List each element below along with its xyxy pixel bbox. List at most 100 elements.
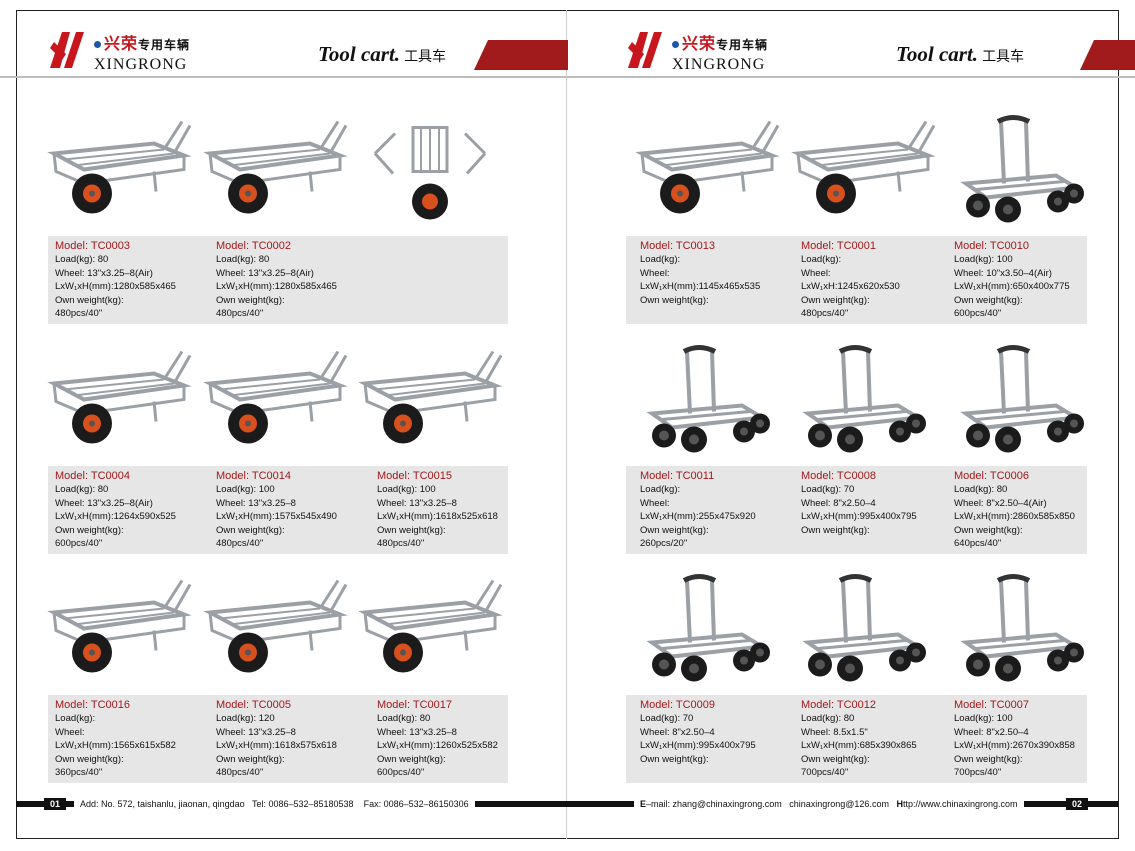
left-page: 兴荣专用车辆 XINGRONG Tool cart.工具车 Model: TC0… bbox=[0, 0, 568, 851]
cart-illustration bbox=[373, 126, 487, 220]
footer-contact: E–mail: zhang@chinaxingrong.com chinaxin… bbox=[634, 798, 1024, 810]
header-red-bar bbox=[1080, 40, 1135, 70]
left-header: 兴荣专用车辆 XINGRONG Tool cart.工具车 bbox=[0, 22, 568, 80]
packing-spec: 480pcs/40" bbox=[216, 767, 264, 779]
wheel-spec: Wheel: 13"x3.25–8(Air) bbox=[55, 497, 153, 509]
product-photo bbox=[44, 111, 194, 226]
packing-spec: 480pcs/40" bbox=[216, 538, 264, 550]
cart-illustration bbox=[646, 574, 770, 682]
dimension-spec: LxW₁xH(mm):1575x545x490 bbox=[216, 511, 337, 523]
footer-contact: Add: No. 572, taishanlu, jiaonan, qingda… bbox=[74, 798, 475, 810]
model-label: Model: TC0017 bbox=[377, 699, 453, 711]
weight-spec: Own weight(kg): bbox=[216, 294, 285, 306]
packing-spec: 480pcs/40" bbox=[216, 308, 264, 320]
spec-band bbox=[626, 466, 1087, 554]
dimension-spec: LxW₁xH(mm):2860x585x850 bbox=[954, 511, 1075, 523]
model-label: Model: TC0002 bbox=[216, 240, 292, 252]
dimension-spec: LxW₁xH(mm):1618x575x618 bbox=[216, 740, 337, 752]
dimension-spec: LxW₁xH(mm):995x400x795 bbox=[801, 511, 917, 523]
dimension-spec: LxW₁xH(mm):685x390x865 bbox=[801, 740, 917, 752]
model-label: Model: TC0014 bbox=[216, 470, 292, 482]
weight-spec: Own weight(kg): bbox=[954, 753, 1023, 765]
right-header: 兴荣专用车辆 XINGRONG Tool cart.工具车 bbox=[566, 22, 1135, 80]
frame-spine bbox=[566, 10, 567, 839]
product-photo bbox=[200, 341, 350, 456]
dimension-spec: LxW₁xH(mm):650x400x775 bbox=[954, 281, 1070, 293]
load-spec: Load(kg): 70 bbox=[801, 484, 855, 495]
model-label: Model: TC0016 bbox=[55, 699, 131, 711]
logo-mark-icon bbox=[626, 28, 668, 72]
load-spec: Load(kg): 80 bbox=[55, 254, 109, 265]
product-photo bbox=[632, 111, 782, 226]
brand-name-cn: 兴荣 bbox=[682, 34, 717, 53]
load-spec: Load(kg): 80 bbox=[801, 713, 855, 724]
wheel-spec: Wheel: 10"x3.50–4(Air) bbox=[954, 267, 1052, 279]
frame-top bbox=[16, 10, 1119, 11]
model-label: Model: TC0007 bbox=[954, 699, 1030, 711]
logo-mark-icon bbox=[48, 28, 90, 72]
weight-spec: Own weight(kg): bbox=[801, 294, 870, 306]
load-spec: Load(kg): 80 bbox=[55, 484, 109, 495]
load-spec: Load(kg): bbox=[640, 484, 681, 495]
cart-illustration bbox=[635, 120, 780, 214]
model-label: Model: TC0001 bbox=[801, 240, 877, 252]
weight-spec: Own weight(kg): bbox=[377, 524, 446, 536]
footer-email: –mail: zhang@chinaxingrong.com bbox=[646, 799, 782, 809]
weight-spec: Own weight(kg): bbox=[55, 524, 124, 536]
weight-spec: Own weight(kg): bbox=[55, 753, 124, 765]
weight-spec: Own weight(kg): bbox=[801, 753, 870, 765]
packing-spec: 480pcs/40" bbox=[55, 308, 103, 320]
model-label: Model: TC0010 bbox=[954, 240, 1030, 252]
brand-name-en: XINGRONG bbox=[94, 56, 188, 73]
brand-name-en: XINGRONG bbox=[672, 56, 766, 73]
packing-spec: 600pcs/40" bbox=[377, 767, 425, 779]
dimension-spec: LxW₁xH(mm):1145x465x535 bbox=[640, 281, 761, 293]
load-spec: Load(kg): 120 bbox=[216, 713, 275, 724]
weight-spec: Own weight(kg): bbox=[954, 294, 1023, 306]
load-spec: Load(kg): 70 bbox=[640, 713, 694, 724]
packing-spec: 480pcs/40" bbox=[801, 308, 849, 320]
product-photo bbox=[632, 341, 782, 456]
model-label: Model: TC0008 bbox=[801, 470, 877, 482]
dimension-spec: LxW₁xH(mm):1260x525x582 bbox=[377, 740, 498, 752]
load-spec: Load(kg): bbox=[55, 713, 96, 724]
dimension-spec: LxW₁xH(mm):255x475x920 bbox=[640, 511, 756, 523]
spec-band bbox=[48, 466, 508, 554]
load-spec: Load(kg): bbox=[801, 254, 842, 265]
wheel-spec: Wheel: 13"x3.25–8(Air) bbox=[216, 267, 314, 279]
cart-illustration bbox=[791, 120, 936, 214]
title-cn: 工具车 bbox=[404, 49, 447, 65]
header-red-bar bbox=[474, 40, 568, 70]
model-label: Model: TC0005 bbox=[216, 699, 292, 711]
dimension-spec: LxW₁xH(mm):2670x390x858 bbox=[954, 740, 1075, 752]
dimension-spec: LxW₁xH(mm):1565x615x582 bbox=[55, 740, 176, 752]
product-photo bbox=[946, 570, 1096, 685]
page-title: Tool cart.工具车 bbox=[318, 42, 446, 67]
product-photo bbox=[632, 570, 782, 685]
product-photo bbox=[788, 341, 938, 456]
weight-spec: Own weight(kg): bbox=[377, 753, 446, 765]
spec-band bbox=[626, 236, 1087, 324]
footer-address: Add: No. 572, taishanlu, jiaonan, qingda… bbox=[80, 799, 245, 809]
wheel-spec: Wheel: bbox=[640, 497, 670, 509]
dimension-spec: LxW₁xH(mm):995x400x795 bbox=[640, 740, 756, 752]
cart-illustration bbox=[358, 350, 503, 444]
weight-spec: Own weight(kg): bbox=[640, 524, 709, 536]
model-label: Model: TC0011 bbox=[640, 470, 715, 482]
right-footer: E–mail: zhang@chinaxingrong.com chinaxin… bbox=[566, 798, 1135, 810]
page-number: 01 bbox=[44, 798, 67, 810]
model-label: Model: TC0004 bbox=[55, 470, 131, 482]
weight-spec: Own weight(kg): bbox=[954, 524, 1023, 536]
header-rule bbox=[0, 76, 566, 78]
cart-illustration bbox=[47, 579, 192, 673]
model-label: Model: TC0009 bbox=[640, 699, 716, 711]
product-photo bbox=[44, 341, 194, 456]
